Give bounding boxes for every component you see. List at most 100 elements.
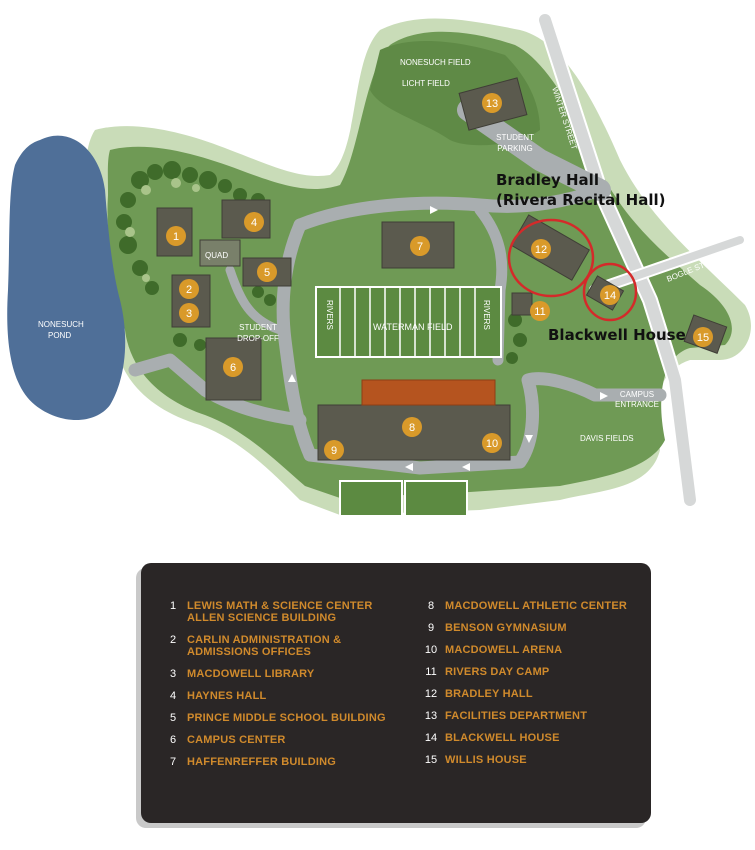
- marker-11[interactable]: 11: [530, 301, 550, 321]
- marker-number: 6: [230, 362, 236, 374]
- legend-name: WILLIS HOUSE: [445, 754, 527, 766]
- legend-number: 6: [169, 734, 177, 746]
- legend-number: 1: [169, 600, 177, 612]
- marker-7[interactable]: 7: [410, 236, 430, 256]
- marker-number: 1: [173, 231, 179, 243]
- davis-fields-label: DAVIS FIELDS: [580, 434, 634, 443]
- marker-number: 15: [697, 332, 709, 344]
- marker-circle: [530, 301, 550, 321]
- rivers-right-label: RIVERS: [482, 300, 491, 330]
- marker-number: 10: [486, 438, 498, 450]
- legend-name: CARLIN ADMINISTRATION & ADMISSIONS OFFIC…: [187, 634, 342, 658]
- nonesuch-field-label: NONESUCH FIELD: [400, 58, 471, 67]
- legend-name: HAFFENREFFER BUILDING: [187, 756, 337, 768]
- legend-name: HAYNES HALL: [187, 690, 267, 702]
- waterman-field: [315, 286, 502, 358]
- legend-number: 7: [169, 756, 177, 768]
- direction-arrows: [288, 206, 608, 471]
- legend-item-6: 6 CAMPUS CENTER: [159, 734, 386, 746]
- marker-2[interactable]: 2: [179, 279, 199, 299]
- legend-item-2: 2 CARLIN ADMINISTRATION & ADMISSIONS OFFI…: [159, 634, 386, 658]
- marker-circle: [693, 327, 713, 347]
- legend-number: 14: [424, 732, 438, 744]
- legend-item-10: 10 MACDOWELL ARENA: [417, 644, 627, 656]
- legend-number: 5: [169, 712, 177, 724]
- marker-10[interactable]: 10: [482, 433, 502, 453]
- nonesuch-pond: [7, 135, 126, 420]
- legend-name: BRADLEY HALL: [445, 688, 533, 700]
- legend-name: CAMPUS CENTER: [187, 734, 286, 746]
- marker-circle: [179, 279, 199, 299]
- marker-circle: [402, 417, 422, 437]
- marker-number: 2: [186, 284, 192, 296]
- legend-name: RIVERS DAY CAMP: [445, 666, 550, 678]
- marker-8[interactable]: 8: [402, 417, 422, 437]
- legend-item-12: 12 BRADLEY HALL: [417, 688, 627, 700]
- marker-number: 4: [251, 217, 257, 229]
- marker-number: 14: [604, 290, 616, 302]
- marker-circle: [482, 433, 502, 453]
- legend-item-14: 14 BLACKWELL HOUSE: [417, 732, 627, 744]
- legend-item-5: 5 PRINCE MIDDLE SCHOOL BUILDING: [159, 712, 386, 724]
- legend-name: BLACKWELL HOUSE: [445, 732, 560, 744]
- marker-13[interactable]: 13: [482, 93, 502, 113]
- legend-name: BENSON GYMNASIUM: [445, 622, 567, 634]
- marker-circle: [257, 262, 277, 282]
- marker-number: 5: [264, 267, 270, 279]
- bradley-hall-annotation: Bradley Hall(Rivera Recital Hall): [496, 171, 665, 209]
- legend-name: FACILITIES DEPARTMENT: [445, 710, 588, 722]
- marker-14[interactable]: 14: [600, 285, 620, 305]
- blackwell-house-annotation: Blackwell House: [548, 326, 686, 344]
- legend-item-4: 4 HAYNES HALL: [159, 690, 386, 702]
- marker-circle: [166, 226, 186, 246]
- legend-number: 10: [424, 644, 438, 656]
- tree-cluster: [116, 161, 527, 364]
- legend-number: 15: [424, 754, 438, 766]
- marker-number: 11: [534, 306, 545, 318]
- bradley-hall-highlight: [507, 218, 595, 298]
- marker-circle: [531, 239, 551, 259]
- legend-name: MACDOWELL ATHLETIC CENTER: [445, 600, 628, 612]
- marker-15[interactable]: 15: [693, 327, 713, 347]
- legend-name: MACDOWELL ARENA: [445, 644, 563, 656]
- marker-number: 8: [409, 422, 415, 434]
- marker-number: 9: [331, 445, 337, 457]
- marker-6[interactable]: 6: [223, 357, 243, 377]
- marker-number: 13: [486, 98, 498, 110]
- legend-number: 11: [425, 666, 437, 678]
- tree-highlights: [125, 178, 200, 282]
- blackwell-house-highlight: [582, 262, 638, 322]
- marker-9[interactable]: 9: [324, 440, 344, 460]
- legend-item-11: 11 RIVERS DAY CAMP: [417, 666, 627, 678]
- marker-12[interactable]: 12: [531, 239, 551, 259]
- marker-circle: [324, 440, 344, 460]
- rivers-left-label: RIVERS: [325, 300, 334, 330]
- marker-1[interactable]: 1: [166, 226, 186, 246]
- legend-number: 12: [424, 688, 438, 700]
- marker-number: 12: [535, 244, 547, 256]
- marker-3[interactable]: 3: [179, 303, 199, 323]
- marker-circle: [600, 285, 620, 305]
- waterman-field-label: WATERMAN FIELD: [373, 322, 453, 332]
- legend-name: PRINCE MIDDLE SCHOOL BUILDING: [187, 712, 386, 724]
- marker-circle: [179, 303, 199, 323]
- legend-number: 4: [169, 690, 177, 702]
- legend-name: MACDOWELL LIBRARY: [187, 668, 315, 680]
- legend-number: 9: [427, 622, 435, 634]
- marker-number: 3: [186, 308, 192, 320]
- marker-4[interactable]: 4: [244, 212, 264, 232]
- legend-number: 2: [169, 634, 177, 646]
- marker-5[interactable]: 5: [257, 262, 277, 282]
